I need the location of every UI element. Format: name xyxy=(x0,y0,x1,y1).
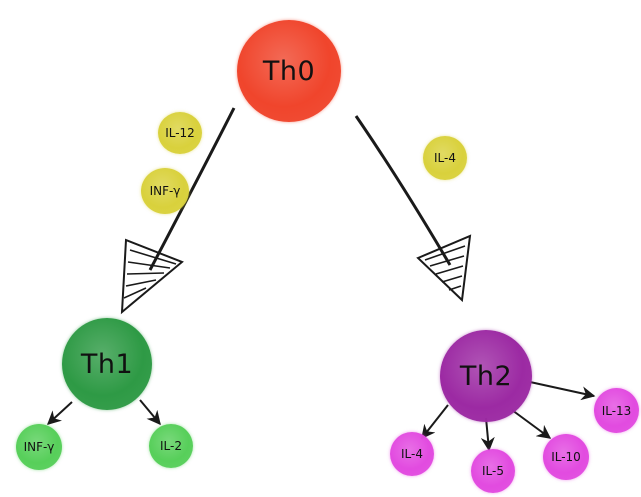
th2-product-il4: IL-4 xyxy=(390,432,434,476)
th1-product-infg: INF-γ xyxy=(16,424,62,470)
arrow-th1-to-il2 xyxy=(139,399,161,426)
th2-product-il10-label: IL-10 xyxy=(551,450,581,464)
arrow-th1-to-infg xyxy=(46,401,73,425)
th2-cell: Th2 xyxy=(440,330,532,422)
th2-label: Th2 xyxy=(459,360,513,392)
cytokine-il12: IL-12 xyxy=(158,112,202,154)
th0-label: Th0 xyxy=(262,55,316,87)
cytokine-il4: IL-4 xyxy=(423,136,467,180)
arrow-th0-to-th1 xyxy=(120,107,236,315)
arrow-th2-to-il5 xyxy=(480,417,495,452)
th0-cell: Th0 xyxy=(237,20,341,122)
th1-product-il2: IL-2 xyxy=(149,424,193,468)
cytokine-infg-label: INF-γ xyxy=(149,184,181,198)
th1-cell: Th1 xyxy=(62,318,152,410)
th1-product-infg-label: INF-γ xyxy=(23,440,55,454)
cytokine-infg: INF-γ xyxy=(141,168,189,214)
th2-product-il10: IL-10 xyxy=(543,434,589,480)
th2-product-il5-label: IL-5 xyxy=(482,464,504,478)
th1-label: Th1 xyxy=(80,348,134,380)
cytokine-il12-label: IL-12 xyxy=(165,126,195,140)
arrow-th2-to-il10 xyxy=(511,409,552,439)
cytokine-il4-label: IL-4 xyxy=(434,151,456,165)
th2-product-il13: IL-13 xyxy=(594,388,639,433)
th2-product-il5: IL-5 xyxy=(471,449,515,493)
th1-product-il2-label: IL-2 xyxy=(160,439,182,453)
th2-product-il4-label: IL-4 xyxy=(401,447,423,461)
arrow-th2-to-il4 xyxy=(421,404,449,440)
arrow-th0-to-th2 xyxy=(354,115,472,303)
arrow-th2-to-il13 xyxy=(529,381,596,401)
th2-product-il13-label: IL-13 xyxy=(601,403,632,418)
